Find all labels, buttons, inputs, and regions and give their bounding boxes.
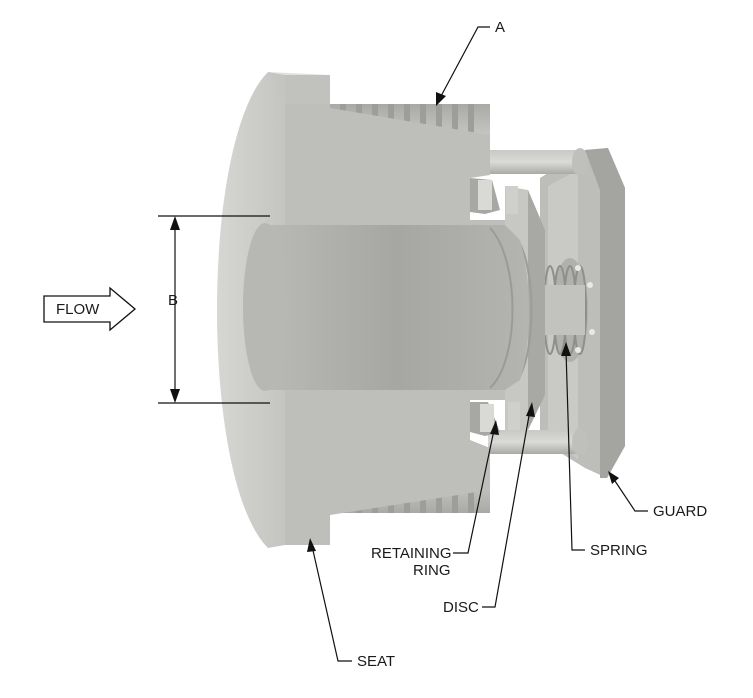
spring <box>533 258 595 362</box>
callout-seat: SEAT <box>307 538 395 670</box>
callout-disc: DISC <box>443 402 535 616</box>
label-retaining-ring-1: RETAINING <box>371 545 452 562</box>
dimension-b: B <box>158 215 270 404</box>
callout-retaining-ring: RETAINING RING <box>371 420 499 579</box>
callout-guard: GUARD <box>608 471 707 520</box>
seat-body <box>217 72 529 548</box>
label-seat: SEAT <box>357 653 395 670</box>
callout-a: A <box>436 19 505 106</box>
flow-arrow: FLOW <box>43 286 137 332</box>
label-spring: SPRING <box>590 542 648 559</box>
callout-spring: SPRING <box>561 342 648 559</box>
label-a: A <box>495 19 505 36</box>
label-retaining-ring-2: RING <box>413 562 451 579</box>
label-flow: FLOW <box>56 301 100 318</box>
label-b: B <box>168 292 178 309</box>
label-disc: DISC <box>443 599 479 616</box>
retaining-ring-bottom <box>480 404 494 432</box>
retaining-ring-top <box>478 180 492 210</box>
label-guard: GUARD <box>653 503 707 520</box>
